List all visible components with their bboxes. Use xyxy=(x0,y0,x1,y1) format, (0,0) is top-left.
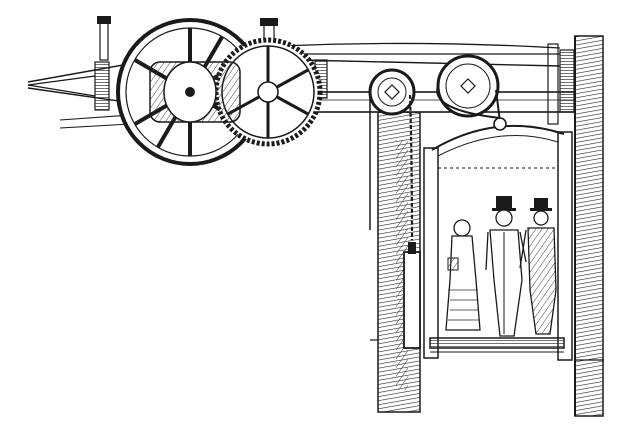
winding-drum xyxy=(149,61,241,123)
pulley-right xyxy=(436,54,500,118)
lower-shaft-edge xyxy=(370,339,604,361)
right-shaft-wall xyxy=(574,35,604,417)
hoist-ropes xyxy=(369,85,501,241)
passenger-man-right xyxy=(519,198,557,335)
counterweight xyxy=(403,242,421,349)
pulley-left xyxy=(368,68,416,116)
lift-car xyxy=(423,117,573,361)
left-shaft-pier xyxy=(377,111,421,413)
passenger-woman xyxy=(445,219,481,331)
passenger-man-center xyxy=(485,196,527,337)
toothed-gear xyxy=(213,37,323,147)
passengers xyxy=(445,196,557,337)
